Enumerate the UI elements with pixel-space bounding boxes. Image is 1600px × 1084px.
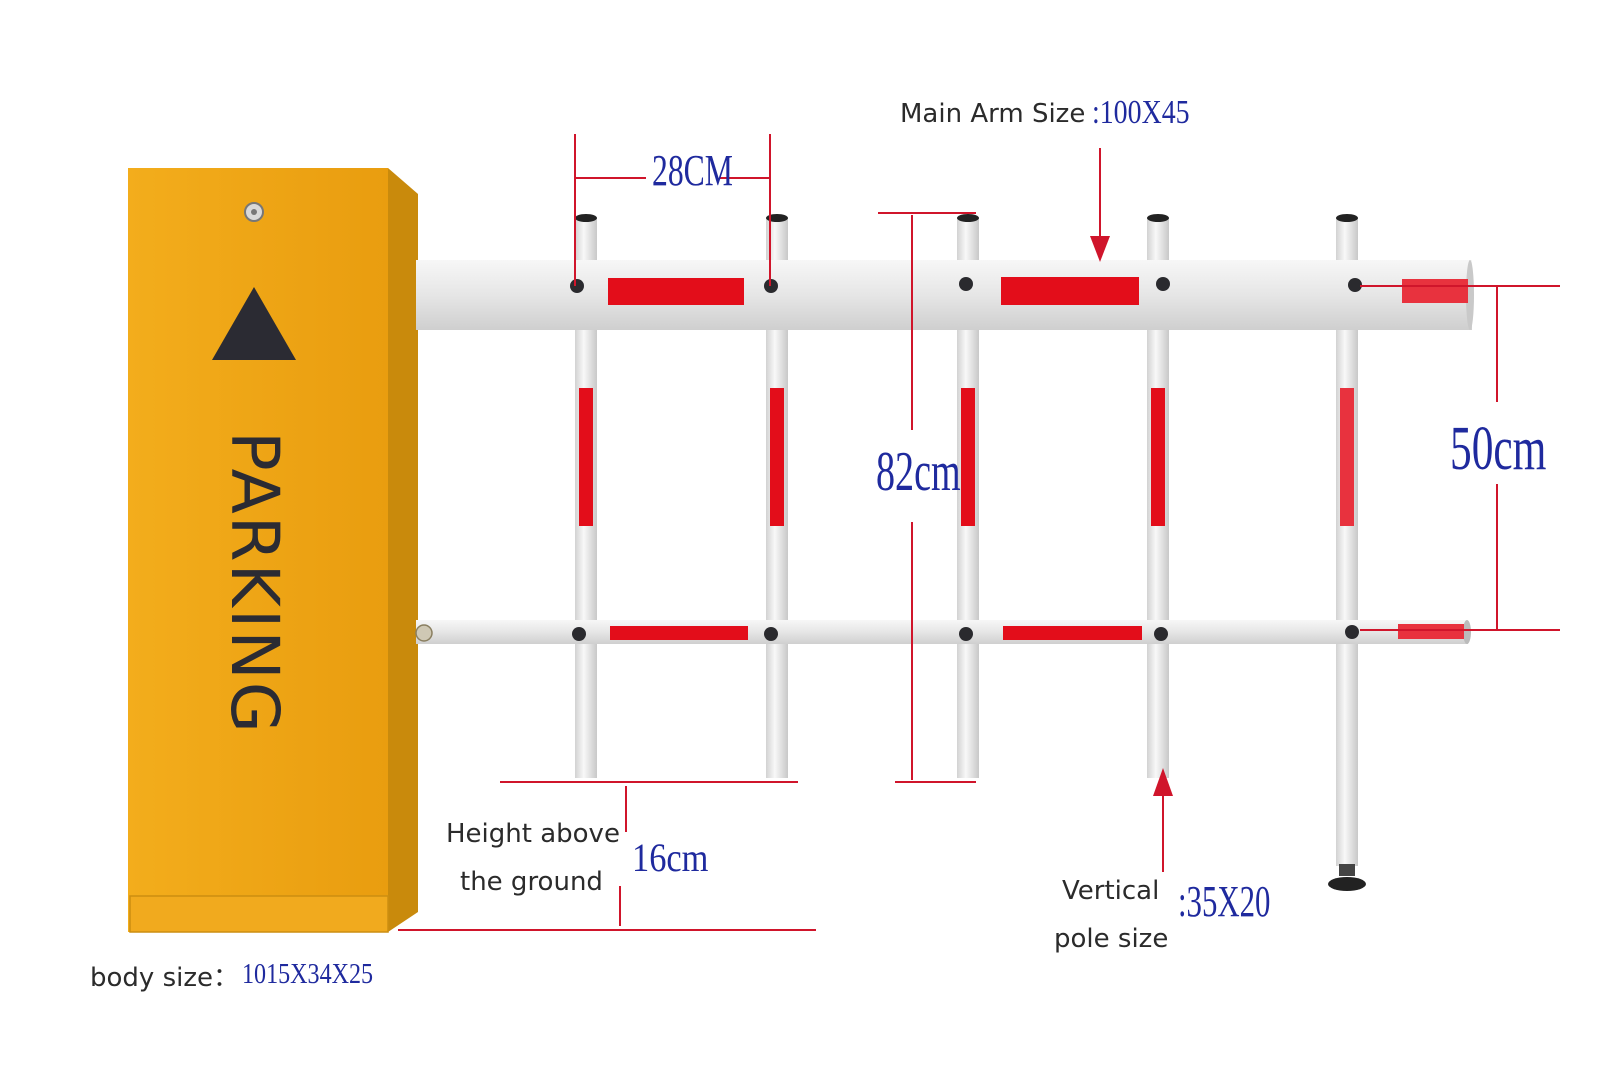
vertical-pole — [764, 214, 788, 778]
vertical-pole — [1328, 214, 1366, 891]
main-arm-value: :100X45 — [1092, 94, 1190, 131]
vertical-pole — [570, 214, 597, 778]
reflector-strip — [1151, 388, 1165, 526]
reflector-strip — [1398, 624, 1464, 639]
ground-height-label-line1: Height above — [446, 819, 620, 849]
reflector-strip — [1340, 388, 1354, 526]
arrow-up-icon — [1153, 768, 1173, 796]
arrow-down-icon — [1090, 236, 1110, 262]
vertical-pole — [1147, 214, 1170, 778]
reflector-strip — [610, 626, 748, 640]
main-arm-label: Main Arm Size — [900, 99, 1086, 129]
reflector-strip — [770, 388, 784, 526]
arm-gap-value: 50cm — [1450, 415, 1547, 483]
pole-foot — [1339, 864, 1355, 876]
reflector-strip — [1001, 277, 1139, 305]
cabinet-parking-text: PARKING — [216, 431, 293, 735]
ground-height-label-line2: the ground — [460, 867, 603, 897]
hinge-icon — [415, 624, 433, 642]
lower-rail — [415, 620, 1471, 644]
barrier-height-value: 82cm — [876, 441, 961, 503]
vertical-poles — [570, 214, 1366, 891]
body-size-label: body size： — [90, 963, 239, 993]
reflector-strip — [961, 388, 975, 526]
dimension-lines — [398, 134, 1560, 931]
vertical-pole-value: :35X20 — [1178, 877, 1271, 926]
reflector-strip — [1402, 279, 1468, 303]
pole-spacing-value: 28CM — [652, 146, 733, 195]
vertical-pole-label-line2: pole size — [1054, 924, 1169, 954]
reflector-strip — [608, 278, 744, 305]
reflector-strip — [579, 388, 593, 526]
vertical-pole — [957, 214, 979, 778]
body-size-value: 1015X34X25 — [242, 959, 374, 990]
vertical-pole-label-line1: Vertical — [1062, 876, 1160, 906]
cabinet-base — [129, 895, 389, 933]
cabinet-side — [388, 168, 418, 932]
triangle-up-icon — [212, 287, 296, 360]
main-arm — [416, 260, 1474, 330]
ground-height-value: 16cm — [632, 835, 709, 880]
cabinet — [128, 168, 418, 933]
reflector-strip — [1003, 626, 1142, 640]
